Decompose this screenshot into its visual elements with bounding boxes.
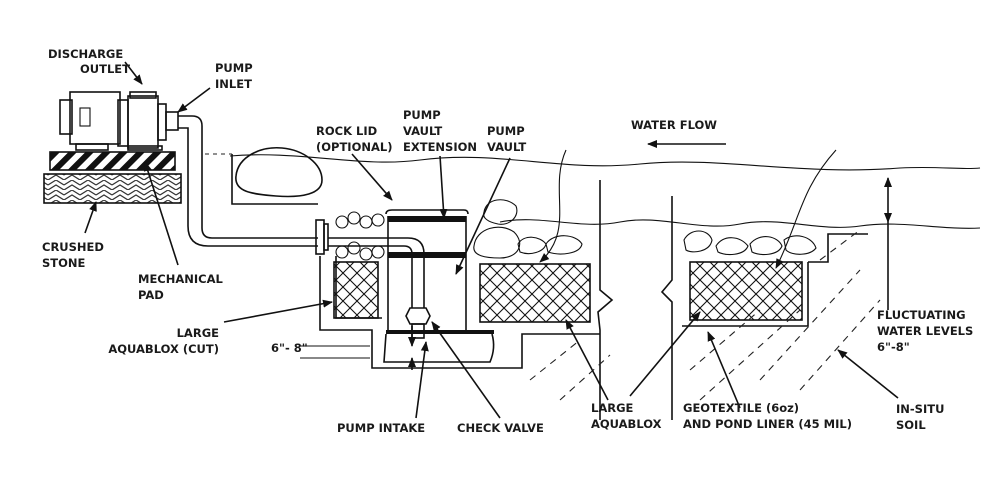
small-rocks-left — [335, 211, 385, 261]
break-line-left — [597, 180, 614, 420]
in-situ-soil-hatch — [529, 229, 881, 401]
aquablox-middle — [479, 263, 591, 323]
mechanical-pad — [49, 151, 176, 171]
rocks-middle — [473, 199, 583, 259]
label-rock-lid: ROCK LID(OPTIONAL) — [316, 124, 392, 154]
label-water-flow: WATER FLOW — [631, 118, 717, 132]
boulder — [235, 146, 323, 198]
break-line-right — [660, 196, 673, 420]
motor-pump — [59, 91, 179, 151]
leader-arrows — [84, 61, 899, 419]
crushed-stone — [43, 173, 182, 204]
aquablox-cut — [333, 261, 379, 319]
pump-vault — [383, 209, 495, 363]
label-geotextile: GEOTEXTILE (6oz)AND POND LINER (45 MIL) — [683, 401, 852, 431]
label-check-valve: CHECK VALVE — [457, 421, 544, 435]
water-level-high — [229, 154, 981, 171]
water-level-low — [499, 219, 981, 229]
suction-pipe — [178, 115, 425, 308]
label-pump-intake: PUMP INTAKE — [337, 421, 425, 435]
label-depth-6-8: 6"- 8" — [271, 341, 308, 355]
aquablox-right — [689, 261, 803, 321]
rocks-right — [683, 230, 817, 256]
pond-bank-right — [682, 233, 868, 327]
